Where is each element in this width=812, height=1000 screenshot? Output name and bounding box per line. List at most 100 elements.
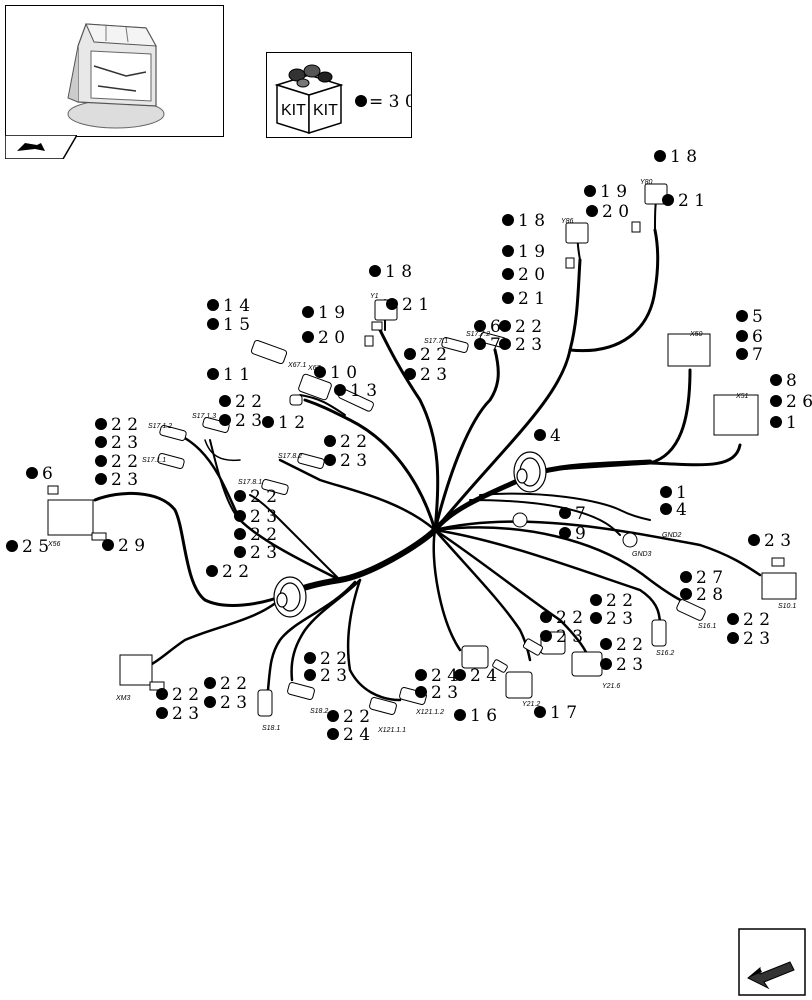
callout-dot [415,686,427,698]
connector-tag: Y86 [561,218,574,225]
connector-x121-1-2 [461,645,489,669]
callout-dot [770,374,782,386]
callout-dot [95,455,107,467]
next-page-arrow[interactable] [738,928,806,996]
callout-number: 4 [676,500,687,520]
diode-y1 [364,335,374,347]
callout-number: 2 2 [606,591,633,611]
callout-dot [262,416,274,428]
callout-dot [204,677,216,689]
callout-number: 2 9 [118,536,145,556]
callout-dot [590,594,602,606]
connector-y21-6 [571,651,603,677]
connector-x67-small [289,394,303,406]
callout-dot [600,658,612,670]
callout-dot [502,245,514,257]
callout-dot [727,632,739,644]
callout-number: 2 2 [420,345,447,365]
connector-tag: Y21.6 [602,683,620,690]
kit-dot [355,95,367,107]
callout-dot [404,348,416,360]
callout-number: 2 3 [764,531,791,551]
callout-number: 2 1 [678,191,705,211]
callout-number: 2 3 [420,365,447,385]
gnd2-ring [512,512,528,528]
callout-dot [234,528,246,540]
callout-number: 2 0 [602,202,629,222]
callout-dot [502,214,514,226]
connector-x56-pin7 [47,485,59,495]
arrow-icon [738,928,806,996]
callout-dot [304,669,316,681]
callout-dot [304,652,316,664]
connector-s18-2 [287,682,315,700]
callout-dot [654,150,666,162]
callout-number: 1 [786,413,797,433]
callout-number: 2 0 [318,328,345,348]
callout-dot [156,688,168,700]
kit-legend-graphic: KIT KIT = 3 0 [274,64,416,135]
connector-s18-1 [257,689,273,717]
callout-number: 1 0 [330,363,357,383]
connector-y21-2 [505,671,533,699]
connector-tag: GND3 [632,551,652,558]
connector-tag: S17.1.2 [148,423,172,430]
callout-dot [327,710,339,722]
callout-dot [534,429,546,441]
connector-tag: X56 [47,541,61,548]
callout-number: 1 4 [223,296,250,316]
kit-ref: = 3 0 [369,92,411,112]
callout-number: 2 5 [22,537,49,557]
callout-dot [207,318,219,330]
kit-label-right: KIT [313,102,338,119]
connector-tag: Y21.2 [522,701,540,708]
callout-number: 2 2 [343,707,370,727]
callout-number: 9 [575,524,586,544]
callout-number: 1 1 [223,365,250,385]
connector-s10-1 [761,572,797,600]
callout-number: 2 4 [343,725,370,745]
callout-number: 2 1 [518,289,545,309]
connector-x121-1-1 [369,697,397,715]
callout-dot [324,454,336,466]
callout-dot [736,348,748,360]
connector-tag: X121.1.1 [377,727,406,734]
callout-dot [660,503,672,515]
callout-number: 2 3 [743,629,770,649]
callout-number: 2 2 [250,525,277,545]
callout-dot [206,565,218,577]
callout-dot [156,707,168,719]
callout-number: 2 7 [696,568,723,588]
callout-dot [204,696,216,708]
gnd3-ring [622,532,638,548]
callout-dot [502,268,514,280]
connector-s17-8-2 [297,452,325,470]
connector-tag: S18.2 [310,708,328,715]
kit-box-icon [274,64,344,135]
callout-dot [499,338,511,350]
callout-dot [327,728,339,740]
callout-number: 2 3 [320,666,347,686]
callout-dot [324,435,336,447]
connector-xm3-pin [149,681,165,691]
callout-dot [559,507,571,519]
connector-s17-7-1 [441,336,469,354]
callout-dot [302,331,314,343]
callout-dot [584,185,596,197]
grommet-25 [273,576,307,618]
callout-number: 2 3 [172,704,199,724]
callout-dot [219,395,231,407]
callout-number: 1 3 [350,381,377,401]
callout-number: 2 2 [111,452,138,472]
connector-tag: S16.2 [656,650,674,657]
kit-label-left: KIT [281,102,306,119]
connector-tag: X67.1 [287,362,306,369]
callout-number: 2 2 [250,487,277,507]
callout-number: 2 2 [340,432,367,452]
connector-tag: S10.1 [778,603,796,610]
callout-dot [219,414,231,426]
connector-s17-8-1 [261,478,289,496]
connector-x67-1 [250,339,288,365]
callout-dot [415,669,427,681]
